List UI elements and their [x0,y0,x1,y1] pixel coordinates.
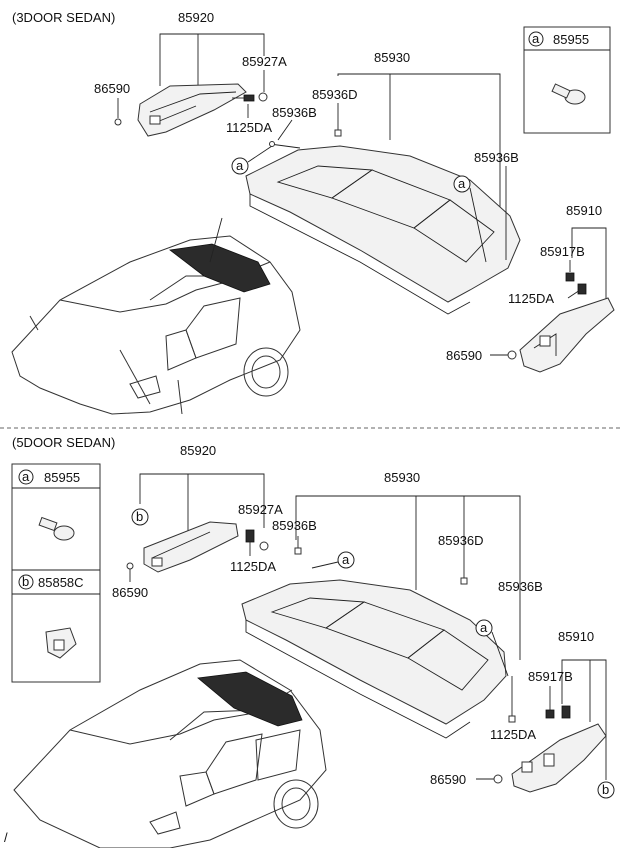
grommet-85927A [258,92,268,102]
clip-85955-icon [551,83,586,105]
clip-85858C-icon [45,627,77,659]
grommet-85927A-bottom [259,541,269,551]
label-85917B-top: 85917B [540,244,585,259]
legend-letter-b: b [22,574,29,589]
section-5door-header: (5DOOR SEDAN) [12,435,115,450]
callout-b-left: b [136,509,143,524]
label-85936B-right-top: 85936B [474,150,519,165]
label-1125DA-right-bottom: 1125DA [490,727,536,742]
label-85910-bottom: 85910 [558,629,594,644]
callout-a-top-right: a [458,176,466,191]
legend-part-85955-bottom: 85955 [44,470,80,485]
label-85927A-bottom: 85927A [238,502,283,517]
label-85936B-top: 85936B [272,105,317,120]
label-85936B-bottom: 85936B [272,518,317,533]
car-5door-illustration [13,659,327,848]
label-85936D: 85936D [312,87,358,102]
callout-a-bottom-left: a [342,552,350,567]
label-85910-top: 85910 [566,203,602,218]
label-86590-bottom-right: 86590 [430,772,466,787]
callout-a-bottom-right: a [480,620,488,635]
label-86590-bottom-top: 86590 [446,348,482,363]
label-86590-bottom-left: 86590 [112,585,148,600]
legend-box-85955-top: a 85955 [523,26,611,134]
section-3door-header: (3DOOR SEDAN) [12,10,115,25]
label-85936B-right-bottom: 85936B [498,579,543,594]
legend-part-85858C: 85858C [38,575,84,590]
label-86590-top: 86590 [94,81,130,96]
car-3door-illustration [11,217,301,415]
label-85930: 85930 [374,50,410,65]
bolt-1125DA-top [232,94,255,102]
clip-85955-icon-bottom [38,516,75,541]
label-1125DA-bottom-left: 1125DA [230,559,276,574]
label-1125DA-right-top: 1125DA [508,291,554,306]
side-bracket-5door [511,723,607,793]
package-tray-5door [241,579,507,739]
side-bracket-3door [519,297,615,373]
label-85930-bottom: 85930 [384,470,420,485]
high-mount-stop-lamp-3door [114,83,247,137]
callout-a-top-left: a [236,158,244,173]
high-mount-stop-lamp-5door [143,521,239,573]
label-85920: 85920 [178,10,214,25]
label-1125DA-top: 1125DA [226,120,272,135]
callout-b-right: b [602,782,609,797]
legend-part-85955-top: 85955 [553,32,589,47]
label-85927A: 85927A [242,54,287,69]
label-85920-bottom: 85920 [180,443,216,458]
label-85917B-bottom: 85917B [528,669,573,684]
legend-letter-a-top: a [532,31,540,46]
legend-box-5door: a 85955 b 85858C [11,463,101,683]
bolt-1125DA-bottom [245,529,255,543]
label-85936D-bottom: 85936D [438,533,484,548]
legend-letter-a-bottom: a [22,469,30,484]
package-tray-3door [245,141,521,315]
footer-mark: / [4,830,8,845]
